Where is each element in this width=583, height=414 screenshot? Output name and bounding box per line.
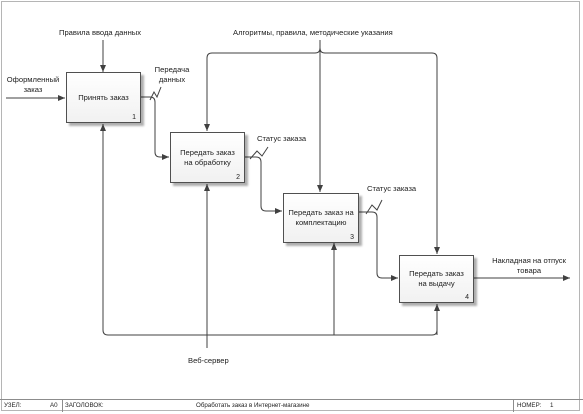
footer-node-value: A0 — [50, 402, 58, 409]
footer-number-value: 1 — [550, 402, 554, 409]
label-input-order: Оформленный заказ — [6, 75, 60, 94]
footer-title-label: ЗАГОЛОВОК: — [65, 402, 104, 409]
activity-label-1: Принять заказ — [78, 92, 129, 102]
footer-title-value: Обработать заказ в Интернет-магазине — [196, 402, 310, 409]
label-mechanism: Веб-сервер — [188, 356, 229, 365]
activity-label-4: Передать заказ на выдачу — [409, 269, 464, 288]
label-control-rules: Правила ввода данных — [59, 28, 142, 37]
arrow-mechanism-box1 — [100, 124, 109, 336]
arrow-box3-box4 — [359, 211, 398, 281]
footer-divider — [62, 400, 63, 412]
label-data-transfer: Передача данных — [154, 65, 190, 84]
footer-divider — [513, 400, 514, 412]
arrow-box2-box3 — [245, 156, 282, 214]
activity-number-3: 3 — [350, 234, 354, 241]
activity-label-2: Передать заказ на обработку — [180, 147, 235, 167]
label-status-2: Статус заказа — [367, 184, 417, 193]
arrow-box1-box2 — [140, 96, 169, 160]
arrow-control-algorithms-box2 — [204, 40, 321, 131]
label-status-1: Статус заказа — [257, 134, 307, 143]
arrow-control-algorithms-box4 — [319, 47, 440, 254]
activity-box-2[interactable]: Передать заказ на обработку 2 — [170, 132, 245, 183]
label-output: Накладная на отпуск товара — [492, 256, 566, 275]
activity-number-1: 1 — [132, 114, 136, 121]
activity-number-4: 4 — [465, 294, 469, 301]
arrow-mechanism-bus — [108, 329, 438, 336]
squiggle-data-transfer — [149, 86, 162, 101]
footer-bar: УЗЕЛ: A0 ЗАГОЛОВОК: Обработать заказ в И… — [0, 399, 583, 412]
activity-box-1[interactable]: Принять заказ 1 — [66, 72, 141, 123]
label-control-algorithms: Алгоритмы, правила, методические указани… — [233, 28, 393, 37]
activity-number-2: 2 — [236, 174, 240, 181]
squiggle-status-1 — [249, 146, 269, 160]
activity-box-3[interactable]: Передать заказ на комплектацию 3 — [283, 193, 359, 243]
activity-label-3: Передать заказ на комплектацию — [288, 208, 354, 227]
activity-box-4[interactable]: Передать заказ на выдачу 4 — [399, 255, 474, 303]
footer-node-label: УЗЕЛ: — [4, 402, 22, 409]
squiggle-status-2 — [365, 199, 383, 215]
footer-number-label: НОМЕР: — [517, 402, 542, 409]
